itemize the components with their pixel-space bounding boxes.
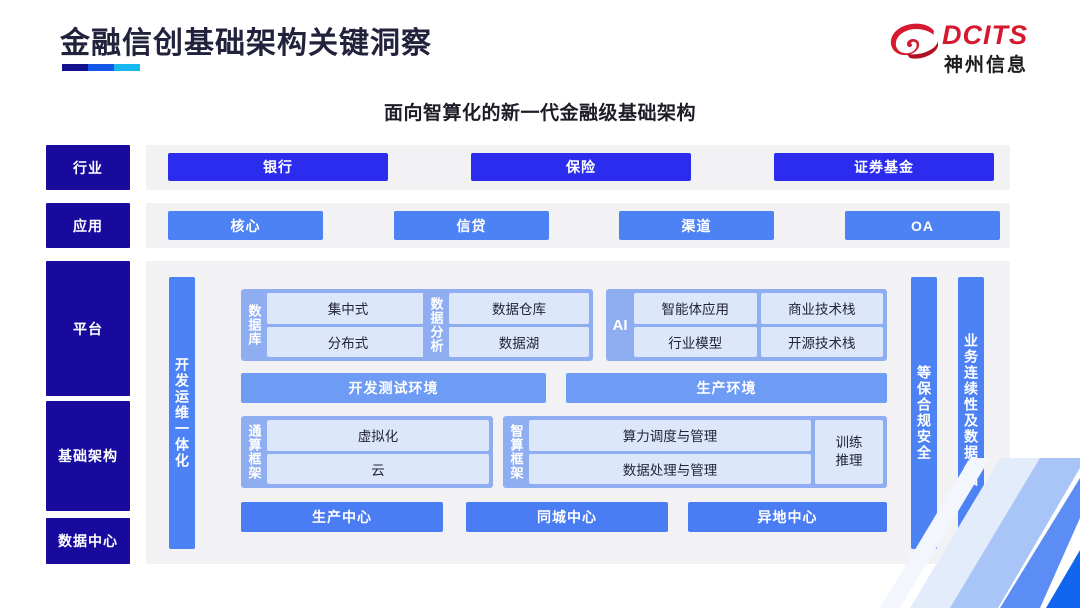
tile-label: 保险 (566, 159, 596, 175)
cell-data-warehouse[interactable]: 数据仓库 (449, 293, 589, 324)
page-title: 金融信创基础架构关键洞察 (60, 27, 432, 60)
sidebar-label: 基础架构 (58, 448, 118, 464)
group-data-analysis[interactable]: 数据分析 数据仓库 数据湖 (423, 289, 593, 361)
cell-distributed[interactable]: 分布式 (267, 326, 429, 357)
datacenter-tile-production[interactable]: 生产中心 (241, 502, 443, 532)
sidebar-label: 数据中心 (58, 533, 118, 549)
group-ai[interactable]: AI 智能体应用 商业技术栈 行业模型 开源技术栈 (606, 289, 887, 361)
sidebar-item-datacenter[interactable]: 数据中心 (46, 518, 130, 564)
dcits-swoosh-icon (890, 22, 939, 66)
group-label: 数据分析 (428, 297, 444, 353)
group-label-ai: AI (612, 316, 628, 334)
tile-label: 核心 (230, 217, 261, 234)
tile-label: 开发测试环境 (348, 380, 439, 396)
tile-label: 证券基金 (854, 159, 914, 175)
sidebar-item-platform[interactable]: 平台 (46, 261, 130, 396)
diagram-subtitle: 面向智算化的新一代金融级基础架构 (383, 103, 696, 124)
group-general-compute-framework[interactable]: 通算框架 虚拟化 云 (241, 416, 493, 488)
tile-label: 渠道 (681, 217, 712, 234)
cell-centralized[interactable]: 集中式 (267, 293, 429, 324)
sidebar-label: 平台 (73, 320, 103, 337)
application-tile-core[interactable]: 核心 (168, 211, 323, 240)
page-header: 金融信创基础架构关键洞察 DCITS 神州信息 (0, 0, 1080, 90)
cell-agent-application[interactable]: 智能体应用 (634, 293, 757, 324)
group-label: 通算框架 (246, 424, 262, 480)
cell-cloud[interactable]: 云 (267, 453, 489, 484)
cell-data-processing[interactable]: 数据处理与管理 (529, 453, 811, 484)
logo-text-en: DCITS (942, 20, 1028, 50)
tile-label: 生产环境 (696, 380, 757, 396)
tile-label: 同城中心 (537, 509, 597, 525)
industry-row-panel: 银行 保险 证券基金 (146, 145, 1010, 190)
vbar-label: 开发运维一体化 (174, 357, 190, 469)
compliance-security-bar[interactable]: 等保合规安全 (911, 277, 937, 549)
application-tile-oa[interactable]: OA (845, 211, 1000, 240)
tile-label: 异地中心 (757, 509, 818, 525)
application-row-panel: 核心 信贷 渠道 OA (146, 203, 1010, 248)
tile-label: 银行 (263, 159, 293, 175)
group-label: 智算框架 (508, 424, 524, 480)
title-underline-accent (62, 64, 140, 71)
tile-label: 信贷 (456, 217, 487, 234)
sidebar-item-application[interactable]: 应用 (46, 203, 130, 248)
sidebar-label: 应用 (73, 217, 103, 234)
industry-tile-bank[interactable]: 银行 (168, 153, 388, 181)
group-database[interactable]: 数据库 集中式 分布式 (241, 289, 433, 361)
sidebar-label: 行业 (73, 159, 103, 176)
tile-label: OA (911, 217, 934, 234)
group-label: 数据库 (246, 304, 262, 346)
vbar-label: 业务连续性及数据保护 (963, 333, 979, 493)
industry-tile-insurance[interactable]: 保险 (471, 153, 691, 181)
cell-commercial-tech-stack[interactable]: 商业技术栈 (760, 293, 883, 324)
business-continuity-bar[interactable]: 业务连续性及数据保护 (958, 277, 984, 549)
sidebar-item-infrastructure[interactable]: 基础架构 (46, 401, 130, 511)
group-intelligent-compute-framework[interactable]: 智算框架 算力调度与管理 数据处理与管理 训练 推理 (503, 416, 887, 488)
vbar-label: 等保合规安全 (916, 365, 932, 461)
cell-training-inference[interactable]: 训练 推理 (815, 420, 883, 484)
training-label: 训练 (835, 434, 863, 450)
cell-data-lake[interactable]: 数据湖 (449, 326, 589, 357)
cell-compute-scheduling[interactable]: 算力调度与管理 (529, 420, 811, 451)
cell-industry-model[interactable]: 行业模型 (634, 326, 757, 357)
logo-text-cn: 神州信息 (944, 55, 1029, 76)
sidebar-item-industry[interactable]: 行业 (46, 145, 130, 190)
datacenter-tile-remote[interactable]: 异地中心 (688, 502, 887, 532)
application-tile-channel[interactable]: 渠道 (619, 211, 774, 240)
application-tile-credit[interactable]: 信贷 (394, 211, 549, 240)
cell-opensource-tech-stack[interactable]: 开源技术栈 (760, 326, 883, 357)
env-tile-production[interactable]: 生产环境 (566, 373, 887, 403)
platform-infrastructure-panel: 开发运维一体化 等保合规安全 数据库 集中式 分布式 数据分析 数据仓库 (146, 261, 1010, 564)
cell-virtualization[interactable]: 虚拟化 (267, 420, 489, 451)
company-logo: DCITS 神州信息 (890, 20, 1050, 76)
devops-integration-bar[interactable]: 开发运维一体化 (169, 277, 195, 549)
tile-label: 生产中心 (312, 509, 372, 525)
datacenter-tile-metro[interactable]: 同城中心 (466, 502, 668, 532)
architecture-diagram: 行业 应用 平台 基础架构 数据中心 银行 保险 证券基金 核心 信贷 渠道 (0, 140, 1080, 570)
industry-tile-securities-fund[interactable]: 证券基金 (774, 153, 994, 181)
env-tile-dev-test[interactable]: 开发测试环境 (241, 373, 546, 403)
inference-label: 推理 (835, 453, 863, 468)
